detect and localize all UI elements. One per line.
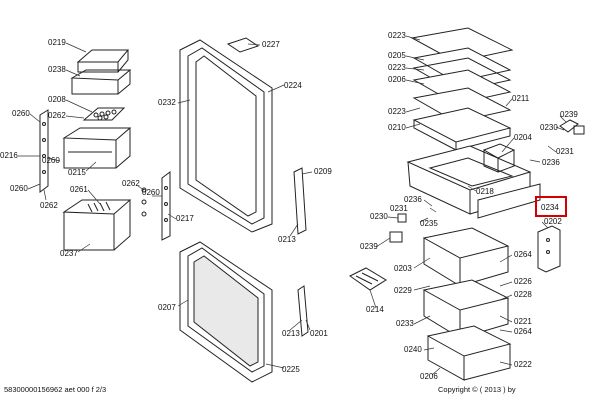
callout-0223: 0223 — [388, 63, 406, 72]
callout-0231: 0231 — [390, 204, 408, 213]
callout-0217: 0217 — [176, 214, 194, 223]
callout-0264: 0264 — [514, 250, 532, 259]
doc-number: 58300000156962 aet 000 f 2/3 — [4, 385, 106, 394]
callout-0206: 0206 — [420, 372, 438, 381]
callout-0206: 0206 — [388, 75, 406, 84]
bracket-0216 — [39, 109, 49, 193]
door-shelf-0238 — [70, 69, 132, 95]
callout-labels: 0219 0238 0208 0262 0260 0216 0260 0260 … — [0, 31, 578, 381]
callout-0207: 0207 — [158, 303, 176, 312]
callout-0260: 0260 — [12, 109, 30, 118]
highlight-box — [535, 196, 567, 217]
callout-0224: 0224 — [284, 81, 302, 90]
upper-door-gasket-0232 — [179, 39, 273, 233]
callout-0262: 0262 — [122, 179, 140, 188]
door-shelf-0219 — [76, 49, 130, 73]
callout-0213: 0213 — [278, 235, 296, 244]
callout-0219: 0219 — [48, 38, 66, 47]
callout-0230: 0230 — [370, 212, 388, 221]
callout-0260: 0260 — [10, 184, 28, 193]
door-shelf-0215 — [62, 127, 132, 169]
callout-0213: 0213 — [282, 329, 300, 338]
callout-0201: 0201 — [310, 329, 328, 338]
callout-0262: 0262 — [40, 201, 58, 210]
freezer-drawer-0240 — [426, 325, 512, 381]
ice-tray-0214 — [349, 267, 387, 291]
bottle-tray-0210 — [412, 107, 512, 151]
shelf-0205 — [412, 47, 512, 83]
door-shelf-0237 — [62, 199, 132, 251]
box-0204 — [482, 143, 516, 173]
callout-0218: 0218 — [476, 187, 494, 196]
hinge-0209 — [293, 167, 307, 235]
callout-0228: 0228 — [514, 290, 532, 299]
bracket-0217 — [161, 171, 171, 241]
callout-0226: 0226 — [514, 277, 532, 286]
callout-0222: 0222 — [514, 360, 532, 369]
callout-0216: 0216 — [0, 151, 18, 160]
callout-0211: 0211 — [512, 94, 530, 103]
copyright-text: Copyright © ( 2013 ) by — [438, 385, 516, 394]
part-0230-top — [573, 125, 585, 135]
callout-0225: 0225 — [282, 365, 300, 374]
screws-0262 — [141, 187, 147, 217]
callout-0239: 0239 — [560, 110, 578, 119]
part-0202 — [537, 225, 561, 273]
lower-door-gasket-0225 — [179, 241, 273, 383]
callout-0239: 0239 — [360, 242, 378, 251]
callout-0232: 0232 — [158, 98, 176, 107]
callout-0215: 0215 — [68, 168, 86, 177]
egg-tray-0208 — [82, 107, 126, 121]
part-0230-lower — [397, 213, 407, 223]
callout-0234: 0234 — [541, 203, 559, 212]
gasket-plate-0227 — [226, 37, 260, 53]
callout-0204: 0204 — [514, 133, 532, 142]
callout-0260: 0260 — [142, 188, 160, 197]
callout-0202: 0202 — [544, 217, 562, 226]
callout-0214: 0214 — [366, 305, 384, 314]
callout-0235: 0235 — [420, 219, 438, 228]
callout-0209: 0209 — [314, 167, 332, 176]
callout-0236: 0236 — [542, 158, 560, 167]
callout-0230: 0230 — [540, 123, 558, 132]
callout-0264: 0264 — [514, 327, 532, 336]
part-0239-lower — [389, 231, 403, 243]
callout-0238: 0238 — [48, 65, 66, 74]
callout-0203: 0203 — [394, 264, 412, 273]
callout-0223: 0223 — [388, 31, 406, 40]
callout-0231: 0231 — [556, 147, 574, 156]
cover-0234 — [477, 183, 541, 219]
callout-0210: 0210 — [388, 123, 406, 132]
callout-0227: 0227 — [262, 40, 280, 49]
callout-0229: 0229 — [394, 286, 412, 295]
callout-0208: 0208 — [48, 95, 66, 104]
callout-0205: 0205 — [388, 51, 406, 60]
callout-0262: 0262 — [48, 111, 66, 120]
callout-0260: 0260 — [42, 156, 60, 165]
callout-0236: 0236 — [404, 195, 422, 204]
freezer-drawer-0233 — [422, 279, 510, 339]
callout-0221: 0221 — [514, 317, 532, 326]
leader-lines — [18, 35, 567, 376]
callout-0233: 0233 — [396, 319, 414, 328]
callout-0223: 0223 — [388, 107, 406, 116]
callout-0261: 0261 — [70, 185, 88, 194]
freezer-drawer-0203 — [422, 227, 510, 287]
part-0239-top — [559, 119, 579, 133]
callout-0237: 0237 — [60, 249, 78, 258]
callout-0240: 0240 — [404, 345, 422, 354]
